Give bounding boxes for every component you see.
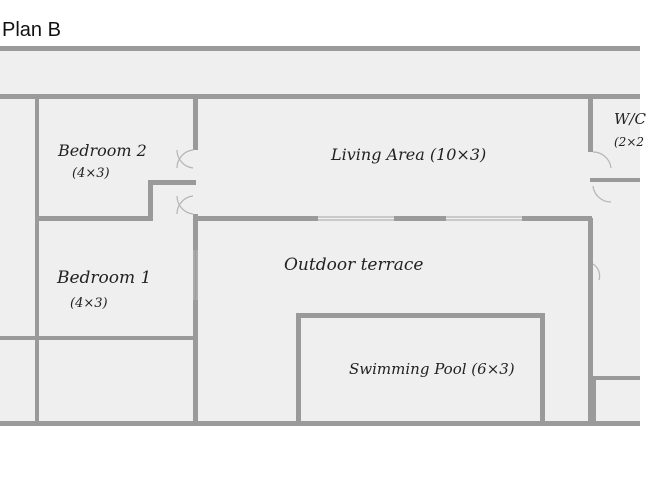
- wc-name: W/C: [614, 110, 646, 128]
- floor-area: [0, 48, 640, 424]
- wall-strip-bottom: [0, 94, 640, 99]
- walls: [0, 46, 640, 426]
- wall-top-outer: [0, 46, 640, 51]
- bedroom2-name: Bedroom 2: [58, 141, 147, 160]
- door-wc-mid: [592, 185, 612, 203]
- door-right-terrace: [592, 263, 601, 281]
- wall-notch-horizontal: [148, 180, 196, 185]
- wall-bottom-outer: [0, 421, 640, 426]
- wall-living-bottom-b: [394, 216, 446, 221]
- living-area-label: Living Area (10×3): [331, 145, 487, 164]
- bedroom2-dims: (4×3): [72, 166, 110, 181]
- door-bedroom-lower-b: [176, 195, 194, 215]
- wall-wc-left-bottom: [588, 218, 593, 424]
- pool-wall-left: [296, 313, 301, 423]
- wall-bedroom1-bottom: [0, 336, 198, 340]
- plan-title: Plan B: [2, 19, 61, 41]
- windows: [193, 216, 522, 300]
- door-wc-top: [592, 151, 612, 169]
- wall-bedroom-right-bottom: [193, 214, 198, 424]
- wall-right-bottom-divider: [592, 376, 596, 424]
- door-bedroom2: [176, 149, 194, 169]
- wall-living-bottom-a: [196, 216, 318, 221]
- terrace-label: Outdoor terrace: [284, 255, 424, 275]
- bedroom1-name: Bedroom 1: [57, 268, 152, 288]
- wall-wc-bottom: [590, 178, 640, 182]
- pool-wall-right: [540, 313, 545, 423]
- pool-wall-top: [296, 313, 545, 318]
- wall-notch-vertical: [148, 180, 153, 221]
- pool-label: Swimming Pool (6×3): [349, 360, 515, 378]
- wall-bedroom2-bottom: [35, 216, 150, 221]
- doors: [176, 149, 612, 281]
- wall-left-room-right: [35, 94, 39, 424]
- wall-bedroom-right-top: [193, 94, 198, 150]
- wc-dims: (2×2: [614, 135, 645, 149]
- door-bedroom2-b: [176, 149, 194, 169]
- wall-living-bottom-c: [522, 216, 592, 221]
- bedroom1-dims: (4×3): [70, 296, 108, 311]
- wall-right-lower: [590, 376, 640, 380]
- door-bedroom-lower: [176, 195, 194, 215]
- wall-wc-left-top: [588, 94, 593, 152]
